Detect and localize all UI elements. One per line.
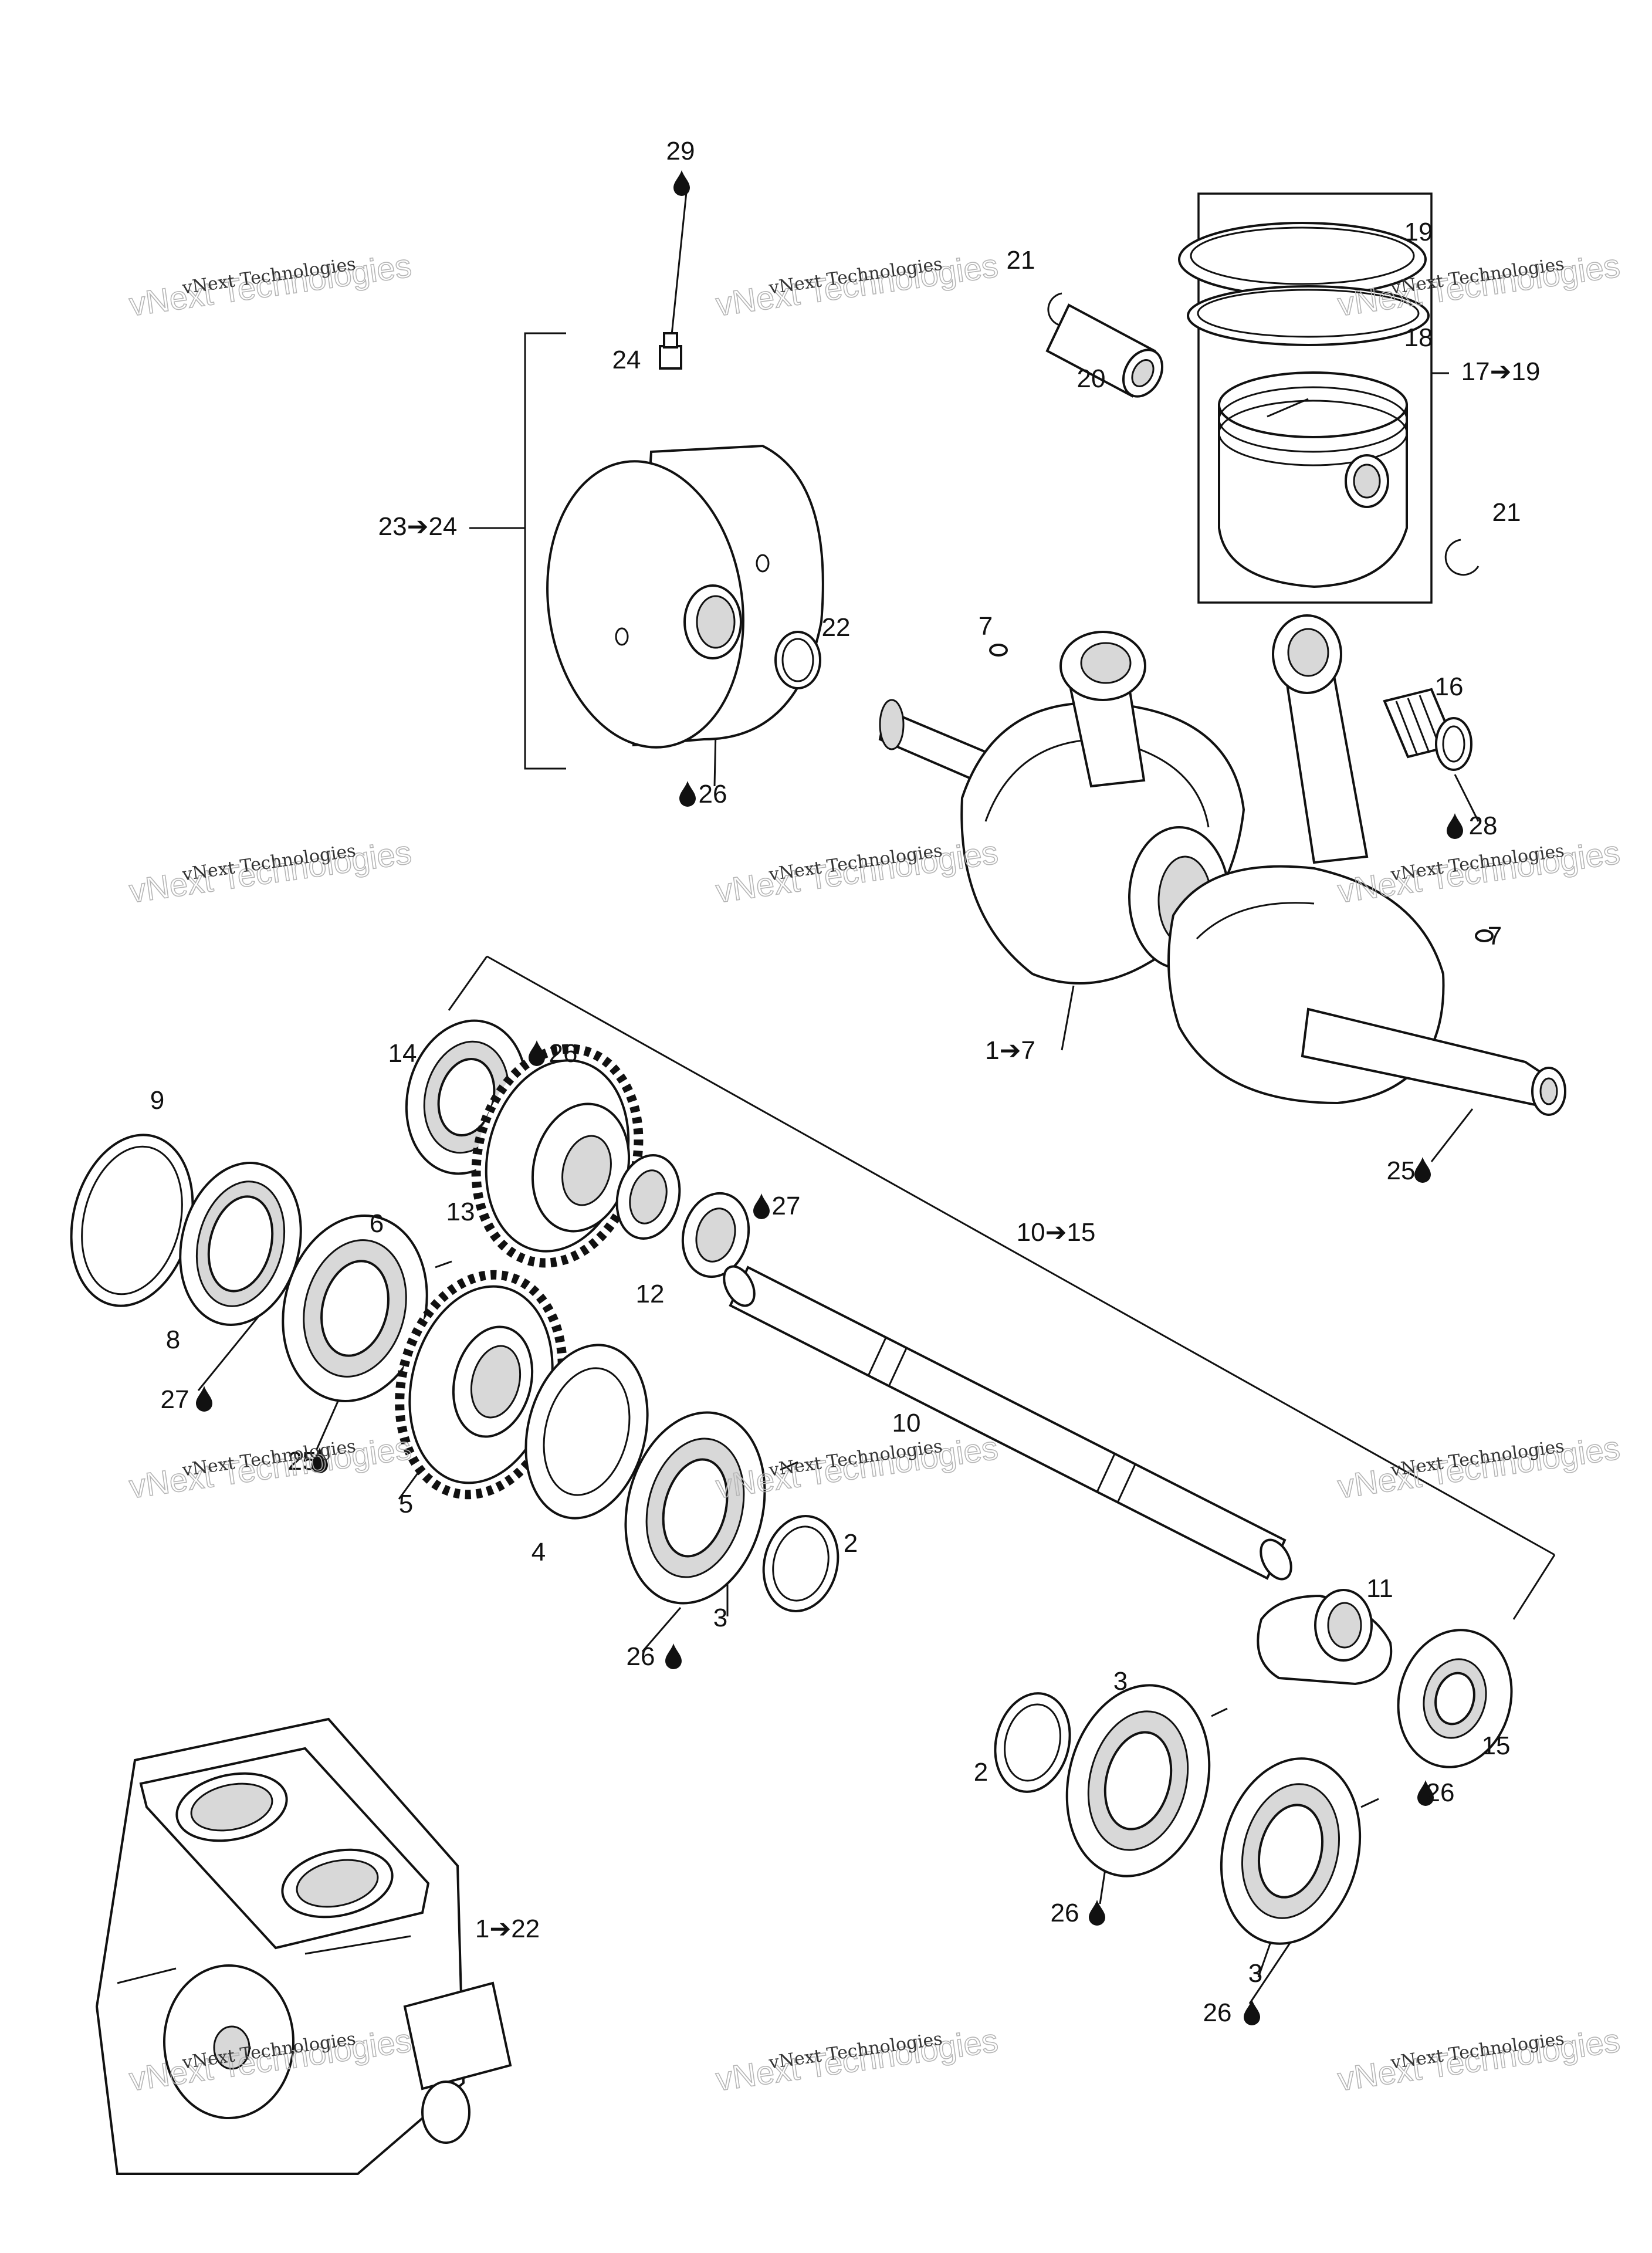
part-callout: 22	[822, 613, 851, 642]
part-callout: 10➔15	[1017, 1218, 1096, 1247]
driven-gear	[395, 1270, 567, 1500]
oil-seal	[179, 1162, 302, 1326]
part-callout: 23➔24	[378, 512, 458, 541]
engine-block-thumbnail	[95, 1717, 512, 2175]
part-callout: 12	[636, 1280, 665, 1308]
part-callout: 13	[446, 1197, 475, 1226]
part-callout: 16	[1435, 672, 1464, 701]
balancer-shaft	[723, 1265, 1292, 1581]
retaining-ring	[994, 1692, 1071, 1793]
part-callout: 27	[161, 1385, 189, 1414]
oil-drop-icon	[1447, 813, 1463, 839]
part-callout: 4	[532, 1538, 546, 1567]
oil-drop-icon	[753, 1193, 770, 1219]
oil-drop-icon	[665, 1643, 682, 1669]
part-callout: 1➔22	[475, 1914, 540, 1943]
part-callout: 6	[370, 1209, 384, 1238]
woodruff-key	[989, 644, 1008, 657]
part-callout: 21	[1492, 498, 1521, 527]
part-callout: 21	[1007, 246, 1035, 275]
part-callout: 26	[549, 1039, 578, 1068]
ball-bearing	[624, 1411, 766, 1605]
oil-drop-icon	[1089, 1900, 1105, 1926]
circlip	[1444, 539, 1480, 576]
part-callout: 19	[1404, 218, 1433, 246]
oil-drop-icon	[1414, 1157, 1431, 1183]
oil-drop-icons	[196, 170, 1463, 2025]
part-callout: 24	[612, 346, 641, 374]
part-callout: 8	[166, 1325, 180, 1354]
part-callout: 25	[1387, 1156, 1416, 1185]
oil-drop-icon	[312, 1447, 328, 1473]
woodruff-key	[1475, 929, 1494, 942]
piston-group-box	[1197, 192, 1433, 604]
part-callout: 7	[979, 612, 993, 641]
wrist-pin	[1045, 303, 1164, 398]
crankshaft	[878, 614, 1566, 1116]
part-callout: 11	[1366, 1574, 1393, 1603]
part-callout: 18	[1404, 323, 1433, 352]
thrust-washer	[524, 1344, 649, 1520]
part-callout: 26	[699, 780, 727, 808]
part-callout: 25	[288, 1447, 317, 1476]
piston-ring-lower	[1187, 285, 1430, 346]
oil-drop-icon	[1244, 2000, 1260, 2025]
part-callout: 20	[1077, 364, 1106, 393]
part-callout: 3	[1248, 1959, 1262, 1988]
ball-bearing	[1220, 1757, 1362, 1945]
flywheel	[546, 444, 824, 749]
part-callout: 27	[772, 1192, 801, 1220]
ball-bearing	[1397, 1629, 1513, 1768]
part-callout: 3	[713, 1604, 727, 1632]
part-callout: 14	[388, 1039, 417, 1068]
part-callout: 9	[150, 1086, 164, 1115]
oil-drop-icon	[1417, 1780, 1434, 1806]
flywheel-nut	[659, 332, 682, 370]
washer	[774, 631, 821, 689]
oil-drop-icon	[196, 1386, 212, 1412]
part-callout: 15	[1482, 1731, 1511, 1760]
part-callout: 2	[844, 1529, 858, 1558]
part-callout: 26	[627, 1642, 655, 1671]
gasket	[70, 1134, 194, 1307]
part-callout: 7	[1488, 922, 1502, 950]
ball-bearing	[1065, 1684, 1211, 1877]
needle-bearing	[1383, 688, 1472, 771]
part-callout: 2	[974, 1758, 988, 1787]
oil-drop-icon	[679, 781, 696, 807]
retaining-ring	[762, 1515, 839, 1612]
part-callout: 28	[1469, 811, 1498, 840]
part-callout: 3	[1113, 1667, 1128, 1696]
part-callout: 29	[666, 137, 695, 165]
part-callout: 26	[1051, 1899, 1079, 1927]
part-callout: 26	[1203, 1998, 1232, 2027]
oil-drop-icon	[673, 170, 690, 196]
part-callout: 10	[892, 1409, 921, 1437]
oil-drop-icon	[529, 1040, 545, 1066]
part-callout: 5	[399, 1490, 413, 1518]
piston	[1218, 371, 1408, 588]
locating-pins	[435, 1260, 1379, 1808]
shaft-seal	[681, 1192, 750, 1278]
callout-labels: 292423➔2422262120191817➔19217162871➔7251…	[150, 137, 1541, 2027]
ball-bearing	[282, 1215, 428, 1402]
bushing	[615, 1154, 681, 1240]
part-callout: 17➔19	[1461, 357, 1541, 386]
part-callout: 26	[1426, 1778, 1455, 1807]
part-callout: 1➔7	[985, 1036, 1035, 1065]
balancer-weight	[1257, 1589, 1393, 1686]
